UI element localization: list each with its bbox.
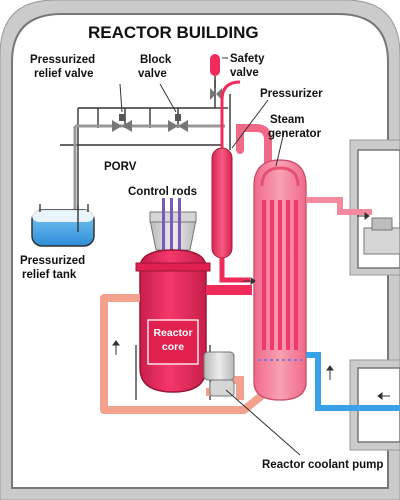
reactor-coolant-pump xyxy=(203,351,235,397)
label-pressurized-relief-tank-1: Pressurized xyxy=(20,255,85,267)
label-porv: PORV xyxy=(104,161,137,173)
porv-valve xyxy=(112,114,132,132)
steam-generator xyxy=(253,159,307,401)
block-valve xyxy=(168,114,188,132)
label-safety-valve-1: Safety xyxy=(230,53,265,65)
reactor-core-label-line1: Reactor xyxy=(153,327,192,339)
label-steam-generator-1: Steam xyxy=(270,114,305,126)
pressurized-relief-tank xyxy=(31,204,95,247)
building-title: REACTOR BUILDING xyxy=(88,23,259,42)
label-pressurizer: Pressurizer xyxy=(260,88,323,100)
flow-arrows xyxy=(112,212,390,400)
label-control-rods: Control rods xyxy=(128,186,197,198)
label-pressurized-relief-tank-2: relief tank xyxy=(22,269,77,281)
leader-lines xyxy=(119,57,301,456)
steam-outlet-line xyxy=(306,197,372,215)
label-steam-generator-2: generator xyxy=(268,128,322,140)
spray-line xyxy=(236,124,272,172)
control-rods xyxy=(162,198,181,266)
label-reactor-coolant-pump: Reactor coolant pump xyxy=(262,459,383,471)
label-block-valve-1: Block xyxy=(140,54,172,66)
reactor-core-label-line2: core xyxy=(162,341,184,353)
turbine-valve xyxy=(363,217,400,255)
label-block-valve-2: valve xyxy=(138,68,167,80)
reactor-vessel: Reactor core xyxy=(135,249,211,400)
surge-line xyxy=(219,258,250,283)
labels: Pressurized relief valve Block valve Saf… xyxy=(20,53,383,471)
relief-line-shadow xyxy=(73,124,225,210)
label-safety-valve-2: valve xyxy=(230,67,259,79)
safety-valve-body xyxy=(210,54,222,100)
label-pressurized-relief-valve-2: relief valve xyxy=(34,68,93,80)
pressurizer xyxy=(211,80,241,259)
label-pressurized-relief-valve-1: Pressurized xyxy=(30,54,95,66)
feedwater-line xyxy=(306,352,358,411)
